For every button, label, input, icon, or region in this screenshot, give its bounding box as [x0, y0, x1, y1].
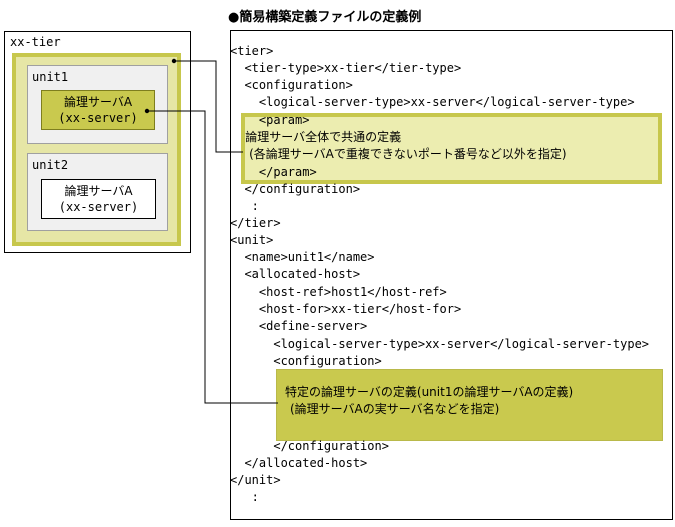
- code-line: <param>: [230, 113, 310, 127]
- note2-text-line2: (論理サーバAの実サーバ名などを指定): [290, 402, 500, 416]
- code-line: <host-for>xx-tier</host-for>: [230, 302, 462, 316]
- code-line: </tier>: [230, 216, 281, 230]
- code-line: </unit>: [230, 473, 281, 487]
- code-line: <configuration>: [230, 78, 353, 92]
- code-line: <host-ref>host1</host-ref>: [230, 285, 447, 299]
- code-line: </configuration>: [230, 439, 389, 453]
- code-line: </allocated-host>: [230, 456, 368, 470]
- common-definition-callout: [241, 113, 662, 184]
- note1-text-line1: 論理サーバ全体で共通の定義: [230, 130, 402, 144]
- server-to-specific-connector: [147, 110, 278, 404]
- code-line: <tier-type>xx-tier</tier-type>: [230, 61, 462, 75]
- specific-definition-callout: [276, 369, 663, 441]
- code-line: <logical-server-type>xx-server</logical-…: [230, 337, 650, 351]
- unit1-server-name: 論理サーバA: [63, 95, 133, 109]
- definition-file-box: [230, 30, 673, 520]
- unit1-server-box: 論理サーバA (xx-server): [41, 90, 155, 130]
- tier-container: [4, 31, 191, 253]
- code-line: <tier>: [230, 44, 274, 58]
- note2-text-line1: 特定の論理サーバの定義(unit1の論理サーバAの定義): [285, 385, 574, 399]
- code-line: </param>: [230, 165, 317, 179]
- unit1-label: unit1: [32, 70, 69, 84]
- code-line: :: [230, 490, 259, 504]
- server-connector-dot: [144, 108, 150, 114]
- code-line: <allocated-host>: [230, 267, 361, 281]
- unit2-server-name: 論理サーバA: [64, 184, 133, 198]
- tier-to-common-connector: [174, 60, 243, 153]
- unit2-server-box: 論理サーバA (xx-server): [41, 179, 156, 219]
- tier-label: xx-tier: [10, 35, 61, 49]
- diagram-title: ●簡易構築定義ファイルの定義例: [228, 10, 422, 25]
- code-line: :: [230, 199, 259, 213]
- unit2-label: unit2: [32, 158, 69, 172]
- tier-connector-dot: [171, 58, 177, 64]
- code-line: <configuration>: [230, 354, 382, 368]
- unit1-server-type: (xx-server): [58, 111, 138, 125]
- code-line: <logical-server-type>xx-server</logical-…: [230, 95, 635, 109]
- note1-text-line2: (各論理サーバAで重複できないポート番号など以外を指定): [230, 147, 567, 161]
- code-line: <unit>: [230, 233, 274, 247]
- code-line: <define-server>: [230, 319, 368, 333]
- code-line: </configuration>: [230, 182, 361, 196]
- unit2-server-type: (xx-server): [58, 200, 139, 214]
- code-line: <name>unit1</name>: [230, 250, 375, 264]
